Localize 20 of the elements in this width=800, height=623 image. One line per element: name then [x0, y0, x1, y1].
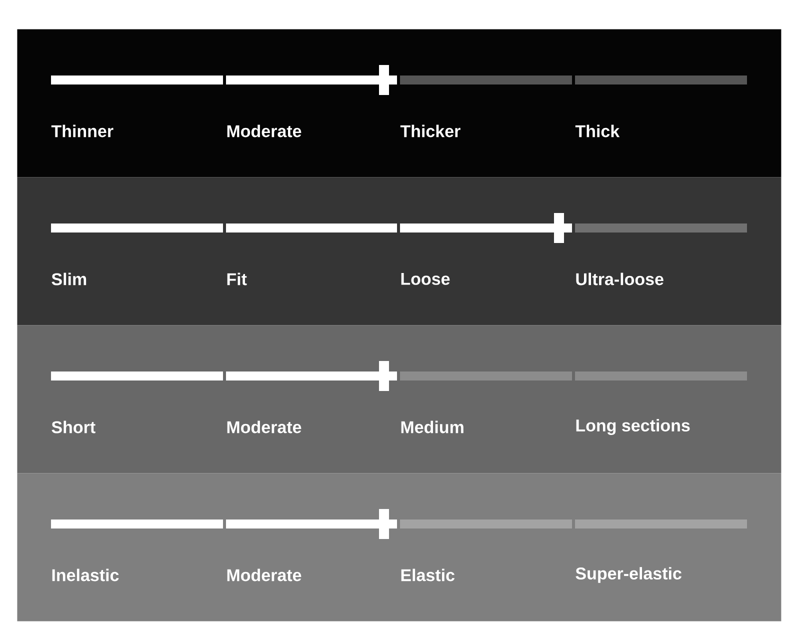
band	[17, 325, 782, 474]
option-label: Fit	[227, 272, 247, 286]
option-label: Moderate	[227, 568, 302, 582]
option-label: Ultra-loose	[576, 272, 664, 286]
option-label: Loose	[401, 273, 450, 285]
option-label: Thinner	[51, 124, 114, 138]
option-label: Medium	[401, 420, 464, 434]
option-label: Super-elastic	[576, 567, 682, 583]
band	[17, 473, 782, 622]
option-label: Elastic	[401, 568, 455, 582]
option-label: Thicker	[400, 124, 460, 138]
option-label: Thick	[575, 124, 620, 138]
band	[17, 177, 782, 326]
option-label: Moderate	[227, 124, 302, 138]
option-label: Moderate	[227, 420, 302, 434]
option-label: Long sections	[576, 419, 690, 435]
option-label: Short	[52, 420, 96, 434]
option-label: Slim	[52, 272, 86, 286]
option-label: Inelastic	[52, 568, 119, 582]
band	[17, 29, 782, 178]
